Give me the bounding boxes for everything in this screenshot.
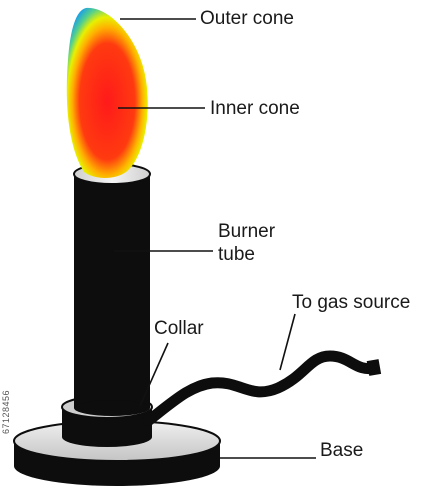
leader-lines (114, 18, 316, 459)
flame (66, 7, 148, 178)
burner-tube-label: Burner tube (218, 221, 275, 267)
collar-label: Collar (154, 318, 204, 339)
inner-cone-label: Inner cone (210, 98, 300, 119)
burner-tube (73, 163, 151, 416)
stock-id-watermark: 67128456 (1, 390, 11, 435)
burner-tube-label-line2: tube (218, 243, 255, 265)
outer-cone-label: Outer cone (200, 8, 294, 29)
base-label: Base (320, 440, 364, 461)
tube-bottom (74, 400, 150, 416)
collar-leader (139, 342, 169, 407)
tube-body (74, 174, 150, 408)
hose-end (366, 359, 382, 376)
burner-tube-label-line1: Burner (218, 221, 276, 242)
gas-source-label: To gas source (292, 292, 411, 313)
gas-hose (142, 350, 380, 427)
gas-source-leader (279, 313, 296, 371)
